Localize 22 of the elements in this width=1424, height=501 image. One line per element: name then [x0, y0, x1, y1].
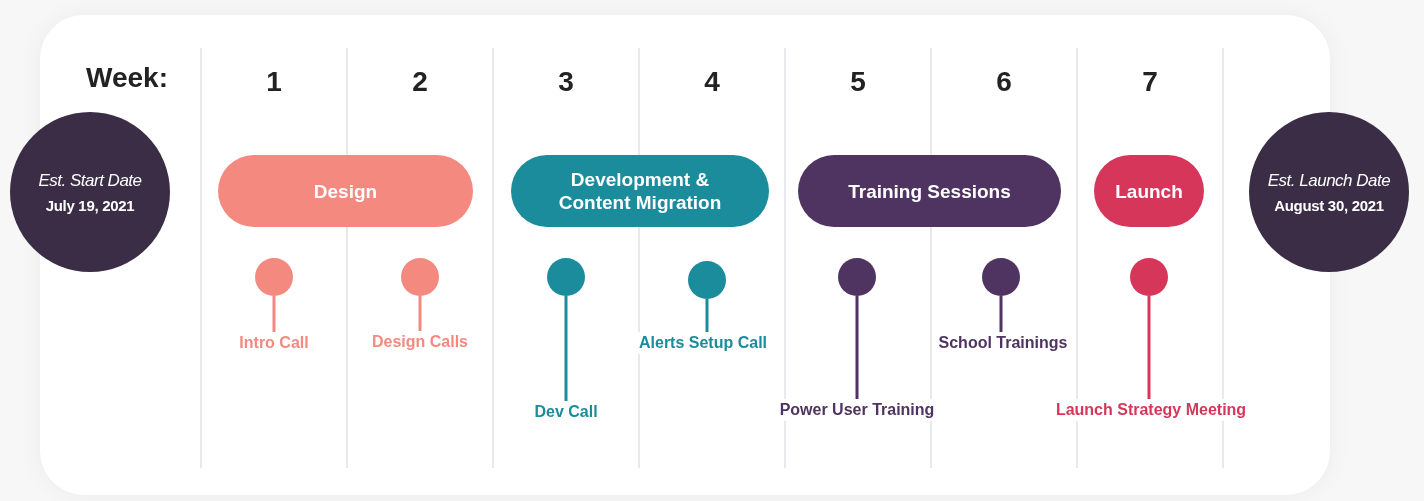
date-caption: Est. Start Date [38, 170, 142, 191]
date-caption: Est. Launch Date [1267, 170, 1391, 191]
week-number: 7 [1141, 66, 1159, 98]
phase-pill: Development & Content Migration [511, 155, 769, 227]
week-number: 6 [995, 66, 1013, 98]
leader-line [999, 296, 1003, 332]
phase-pill: Design [218, 155, 473, 227]
leader-line [705, 299, 709, 332]
phase-pill: Training Sessions [798, 155, 1061, 227]
week-number: 5 [849, 66, 867, 98]
week-heading: Week: [85, 62, 168, 94]
date-value: August 30, 2021 [1274, 196, 1384, 214]
week-number: 3 [557, 66, 575, 98]
leader-line [855, 296, 859, 399]
leader-line [418, 296, 422, 331]
leader-line [1147, 296, 1151, 399]
week-number: 4 [703, 66, 721, 98]
week-number: 1 [265, 66, 283, 98]
week-number: 2 [411, 66, 429, 98]
leader-line [564, 296, 568, 401]
leader-line [272, 296, 276, 332]
date-value: July 19, 2021 [45, 196, 135, 214]
